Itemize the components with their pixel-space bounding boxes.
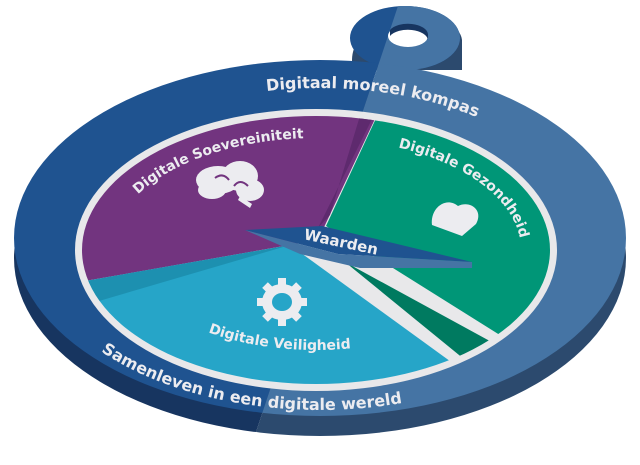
sector-veiligheid[interactable] bbox=[0, 245, 600, 465]
heart-icon bbox=[431, 202, 479, 236]
hanging-loop bbox=[350, 6, 462, 70]
sector-gezondheid[interactable] bbox=[326, 0, 640, 423]
brain-icon bbox=[196, 161, 264, 208]
sector-soevereiniteit-shade bbox=[318, 116, 431, 228]
gear-icon bbox=[257, 278, 307, 326]
sector-veiligheid-shade bbox=[82, 245, 290, 330]
